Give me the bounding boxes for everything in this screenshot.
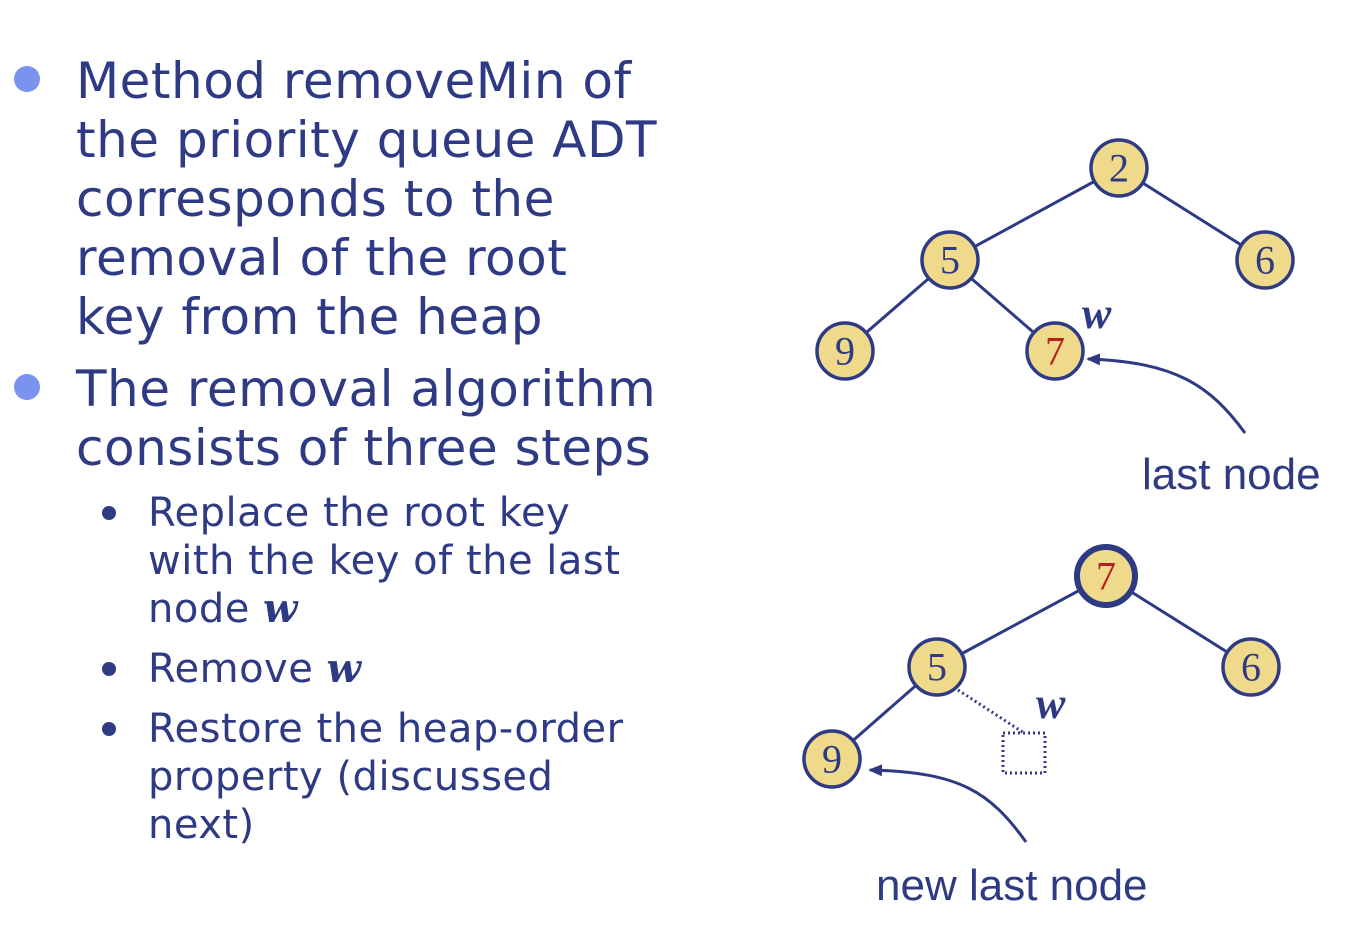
heap-node: 5 bbox=[920, 230, 980, 290]
sub-bullet-dot-icon bbox=[102, 506, 116, 520]
sub-bullet-text: Remove bbox=[148, 646, 327, 692]
arrow-icon bbox=[1086, 353, 1247, 434]
caption-new-last-node: new last node bbox=[876, 861, 1148, 910]
text-panel: Method removeMin of the priority queue A… bbox=[14, 52, 756, 849]
sub-bullet-line: with the key of the last bbox=[148, 538, 621, 584]
sub-bullet-line: node w bbox=[148, 585, 738, 633]
heap-node: 9 bbox=[815, 321, 875, 381]
sub-bullet-replace-root: Replace the root key with the key of the… bbox=[102, 489, 738, 633]
bullet-line: Method removeMin of bbox=[76, 52, 632, 110]
sub-bullet-line: Restore the heap-order bbox=[148, 706, 624, 752]
heap-before: 2 5 6 9 7 w last node bbox=[815, 138, 1321, 499]
bullet-removal-algorithm: The removal algorithm consists of three … bbox=[14, 360, 756, 478]
heap-node: 2 bbox=[1089, 138, 1149, 198]
bullet-line: consists of three steps bbox=[76, 419, 652, 477]
node-key: 6 bbox=[1241, 645, 1261, 690]
sub-bullet-dot-icon bbox=[102, 662, 116, 676]
heap-node: 9 bbox=[802, 729, 862, 789]
heap-node: 5 bbox=[907, 637, 967, 697]
sub-bullet-line: Remove w bbox=[148, 645, 738, 693]
dotted-edge-removed bbox=[957, 688, 1025, 735]
sub-bullet-line: next) bbox=[148, 802, 255, 848]
bullet-line: key from the heap bbox=[76, 288, 543, 346]
node-key: 9 bbox=[835, 329, 855, 374]
node-key: 6 bbox=[1255, 238, 1275, 283]
bullet-line: the priority queue ADT bbox=[76, 111, 658, 169]
bullet-dot-icon bbox=[14, 374, 40, 400]
sub-bullet-text: node bbox=[148, 586, 264, 632]
heap-node-last: 7 bbox=[1025, 321, 1085, 381]
sub-bullet-line: property (discussed bbox=[148, 754, 554, 800]
sub-bullet-remove-w: Remove w bbox=[102, 645, 738, 693]
bullet-line: corresponds to the bbox=[76, 170, 555, 228]
removed-node-placeholder bbox=[1001, 731, 1047, 775]
node-key: 5 bbox=[940, 238, 960, 283]
w-label: w bbox=[1036, 679, 1066, 728]
bullet-line: The removal algorithm bbox=[76, 360, 657, 418]
w-label: w bbox=[1082, 289, 1112, 338]
node-key: 7 bbox=[1045, 329, 1065, 374]
sub-bullet-line: Replace the root key bbox=[148, 490, 571, 536]
heap-node: 6 bbox=[1235, 230, 1295, 290]
sub-bullet-dot-icon bbox=[102, 722, 116, 736]
node-key: 2 bbox=[1109, 146, 1129, 191]
edge-root-left bbox=[949, 166, 1120, 262]
variable-w: w bbox=[326, 645, 362, 692]
bullet-line: removal of the root bbox=[76, 229, 568, 287]
bullet-remove-min: Method removeMin of the priority queue A… bbox=[14, 52, 756, 347]
heap-after: 7 5 6 9 w new last node bbox=[802, 544, 1281, 910]
sub-bullet-restore-heap: Restore the heap-order property (discuss… bbox=[102, 705, 738, 849]
node-key: 5 bbox=[927, 645, 947, 690]
variable-w: w bbox=[263, 585, 298, 632]
caption-last-node: last node bbox=[1142, 450, 1321, 499]
node-key: 9 bbox=[822, 737, 842, 782]
arrow-icon bbox=[868, 764, 1028, 843]
node-key: 7 bbox=[1096, 554, 1116, 599]
bullet-dot-icon bbox=[14, 66, 40, 92]
heap-node-root: 7 bbox=[1074, 544, 1138, 608]
heap-node: 6 bbox=[1221, 637, 1281, 697]
